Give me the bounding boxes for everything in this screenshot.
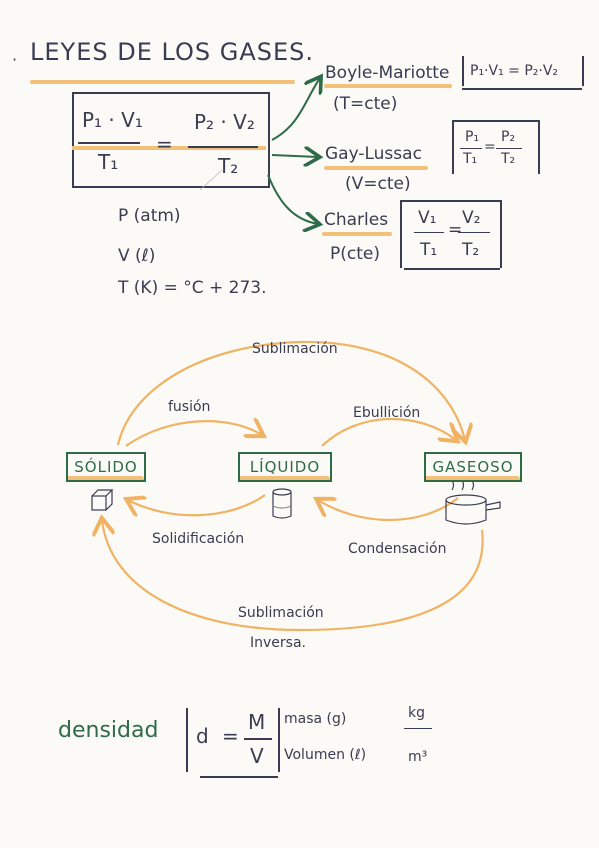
boyle-underline [462,88,582,90]
arrow-fusion [125,421,262,447]
pressure-unit: P (atm) [118,206,181,226]
ch-den2: T₂ [462,240,480,260]
ch-eq: = [448,220,463,240]
density-unit-num: kg [408,705,425,721]
boyle-formula: P₁·V₁ = P₂·V₂ [470,63,559,79]
ch-num1: V₁ [418,208,437,228]
state-solid: SÓLIDO [66,452,146,482]
gl-eq: = [484,139,496,155]
charles-underline [404,268,500,270]
ch-frac-line-2 [458,232,490,233]
title-highlight [30,80,295,84]
arrow-sublimation [116,340,465,445]
density-unit-line [404,728,432,729]
law-cond-boyle: (T=cte) [333,94,398,114]
law-cond-gay-lussac: (V=cte) [345,174,411,194]
charles-highlight [322,232,392,236]
density-v: V [250,744,264,768]
solid-highlight [66,476,144,482]
pencil-mark [199,169,223,191]
label-boiling: Ebullición [353,405,421,421]
label-fusion: fusión [168,399,211,415]
frac-line-right [188,146,258,148]
density-eq: = [222,724,239,748]
arrow-solidification [128,494,266,515]
arrow-condensation [318,498,459,521]
gl-num1: P₁ [465,129,480,145]
main-formula-box [72,92,270,188]
density-box-right [278,708,280,772]
law-name-gay-lussac: Gay-Lussac [325,144,422,164]
gl-num2: P₂ [501,129,516,145]
law-name-boyle: Boyle-Mariotte [325,63,450,83]
arrow-boiling [321,417,456,447]
label-sublimation: Sublimación [252,341,338,357]
beaker-icon [272,488,292,519]
label-inverse-sublimation-2: Inversa. [250,635,306,651]
label-solidification: Solidificación [152,531,245,547]
cube-icon [91,489,114,511]
gl-den1: T₁ [463,151,478,167]
gl-frac-line-2 [496,148,522,149]
gay-lussac-formula-box [452,120,540,174]
arrow-to-charles [267,174,318,224]
phase-arrows [102,340,484,632]
state-gas: GASEOSO [424,452,522,482]
law-arrows [267,78,320,224]
arrow-to-boyle [271,78,320,141]
arrow-to-gay-lussac [271,155,318,157]
density-d: d [196,724,209,748]
steaming-pot-icon [445,479,501,525]
ch-frac-line-1 [414,232,444,233]
arrow-inverse-sublimation [102,520,484,632]
gay-lussac-highlight [324,166,428,170]
label-inverse-sublimation-1: Sublimación [238,605,324,621]
liquid-highlight [238,476,330,482]
boyle-formula-box [462,56,584,86]
volume-unit: V (ℓ) [118,246,156,266]
density-label: densidad [58,718,159,743]
label-condensation: Condensación [348,541,447,557]
density-box-left [186,708,188,772]
gas-highlight [424,476,520,482]
equals-sign: = [156,132,173,156]
density-mass-desc: masa (g) [284,711,347,727]
density-m: M [248,710,266,734]
density-volume-desc: Volumen (ℓ) [284,747,367,763]
gl-frac-line-1 [460,148,482,149]
frac-line-left [78,142,140,144]
main-formula-highlight [72,146,266,150]
charles-formula-box [400,200,502,268]
t1-text: T₁ [98,150,119,174]
bullet-dot: · [12,50,18,69]
p1v1-text: P₁ · V₁ [82,108,143,132]
density-underline [200,776,278,778]
page-title: LEYES DE LOS GASES. [30,38,315,66]
gl-den2: T₂ [501,151,516,167]
density-frac-line [244,738,272,740]
temperature-unit: T (K) = °C + 273. [118,278,267,298]
law-cond-charles: P(cte) [330,244,380,264]
t2-text: T₂ [218,154,239,178]
ch-num2: V₂ [462,208,481,228]
p2v2-text: P₂ · V₂ [194,110,255,134]
state-liquid: LÍQUIDO [238,452,332,482]
density-unit-den: m³ [408,749,428,765]
law-name-charles: Charles [324,210,389,230]
ch-den1: T₁ [420,240,438,260]
boyle-highlight [324,84,452,88]
